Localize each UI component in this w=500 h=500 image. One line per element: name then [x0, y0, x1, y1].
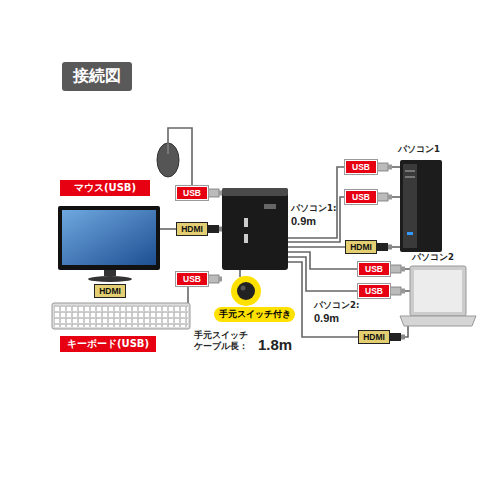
pc-tower — [400, 160, 442, 252]
usb-plug-tip — [401, 267, 405, 272]
usb-plug — [208, 275, 219, 283]
port-tag: USB — [176, 272, 208, 286]
port-tag: USB — [345, 190, 377, 204]
kvm-logo — [264, 204, 276, 209]
kvm-top — [222, 188, 288, 196]
keyboard-body — [52, 303, 190, 329]
port-tag: USB — [345, 160, 377, 174]
node-text: USB — [352, 192, 370, 202]
pc1-usb-cable — [288, 197, 347, 242]
port-tag: USB — [358, 284, 390, 298]
port-tag: HDMI — [176, 222, 208, 236]
cable-label: 手元スイッチ ケーブル長： — [194, 330, 248, 351]
monitor-neck — [104, 270, 116, 276]
usb-plug-tip — [388, 165, 392, 170]
usb-plug — [390, 265, 401, 273]
usb-plug-tip — [388, 195, 392, 200]
node-text: キーボード(USB) — [67, 338, 149, 349]
port-tag: USB — [358, 262, 390, 276]
cable-length-box: 1.8m — [258, 337, 292, 353]
usb-plug-tip — [219, 277, 222, 282]
device-name: パソコン1 — [398, 144, 440, 154]
kvm-led — [244, 234, 248, 243]
remote-highlight — [231, 276, 261, 306]
cable-length-box: 0.9m — [314, 312, 339, 324]
kvm-switch — [222, 188, 288, 270]
node-text: 手元スイッチ付き — [219, 309, 291, 319]
node-text: USB — [352, 162, 370, 172]
node-text: USB — [183, 188, 201, 198]
laptop-screen — [414, 270, 462, 312]
laptop-lid — [410, 266, 466, 316]
device-name-box: パソコン1 — [398, 144, 440, 155]
keyboard-keys — [54, 305, 188, 327]
cable-length: 1.8m — [258, 336, 292, 353]
monitor-frame — [58, 206, 160, 270]
kvm-led — [244, 218, 248, 227]
cable-label-box: パソコン2: — [314, 300, 359, 311]
port-tag: HDMI — [358, 330, 390, 344]
device-label: マウス(USB) — [60, 180, 150, 196]
remote-switch — [237, 282, 255, 300]
node-text: HDMI — [350, 242, 372, 252]
hdmi-plug-tip — [219, 227, 222, 232]
node-text: USB — [183, 274, 201, 284]
title-box: 接続図 — [62, 62, 132, 91]
hdmi-plug-tip — [401, 335, 405, 340]
mouse-button-line — [168, 143, 169, 154]
device-label: キーボード(USB) — [60, 336, 156, 352]
hdmi-plug — [208, 225, 219, 233]
feature-badge: 手元スイッチ付き — [214, 307, 295, 322]
port-tag: HDMI — [94, 284, 126, 298]
pc-drive-slot — [405, 170, 415, 172]
usb-plug-tip — [401, 289, 405, 294]
usb-plug — [377, 163, 388, 171]
node-text: USB — [365, 286, 383, 296]
usb-plug-tip — [219, 191, 222, 196]
pc1-usb-cable — [288, 167, 347, 238]
node-text: USB — [365, 264, 383, 274]
node-text: HDMI — [181, 224, 203, 234]
cable-label: パソコン1: — [291, 203, 336, 213]
remote-cable — [239, 270, 241, 277]
node-text: マウス(USB) — [74, 182, 136, 193]
remote-switch-shine — [241, 286, 246, 291]
monitor-screen — [62, 210, 156, 265]
monitor-base — [88, 276, 132, 282]
cable-length-box: 0.9m — [291, 215, 316, 227]
cable-group — [160, 128, 414, 337]
device-name: パソコン2 — [412, 252, 454, 262]
pc-drive-slot — [405, 176, 415, 178]
pc-power-led — [407, 232, 413, 235]
usb-plug — [377, 193, 388, 201]
pc1-hdmi-cable — [288, 246, 347, 248]
cable-length: 0.9m — [291, 215, 316, 227]
hdmi-plug — [390, 333, 401, 341]
cable-label: パソコン2: — [314, 300, 359, 310]
hdmi-plug-tip — [388, 245, 392, 250]
diagram-title: 接続図 — [73, 66, 121, 85]
device-name-box: パソコン2 — [412, 252, 454, 263]
hdmi-plug — [377, 243, 388, 251]
cable-length: 0.9m — [314, 312, 339, 324]
laptop-base — [400, 316, 476, 326]
node-text: HDMI — [363, 332, 385, 342]
pc2-hdmi-cable — [288, 262, 360, 337]
node-text: HDMI — [99, 286, 121, 296]
cable-label-box: パソコン1: — [291, 203, 336, 214]
port-tag: HDMI — [345, 240, 377, 254]
usb-plug — [390, 287, 401, 295]
mouse-icon — [157, 143, 179, 177]
pc-front-panel — [403, 164, 417, 248]
cable-label-box: 手元スイッチ ケーブル長： — [194, 330, 264, 352]
usb-plug — [208, 189, 219, 197]
keyboard-cable — [187, 284, 189, 303]
port-tag: USB — [176, 186, 208, 200]
pc2-usb-cable — [288, 252, 360, 269]
